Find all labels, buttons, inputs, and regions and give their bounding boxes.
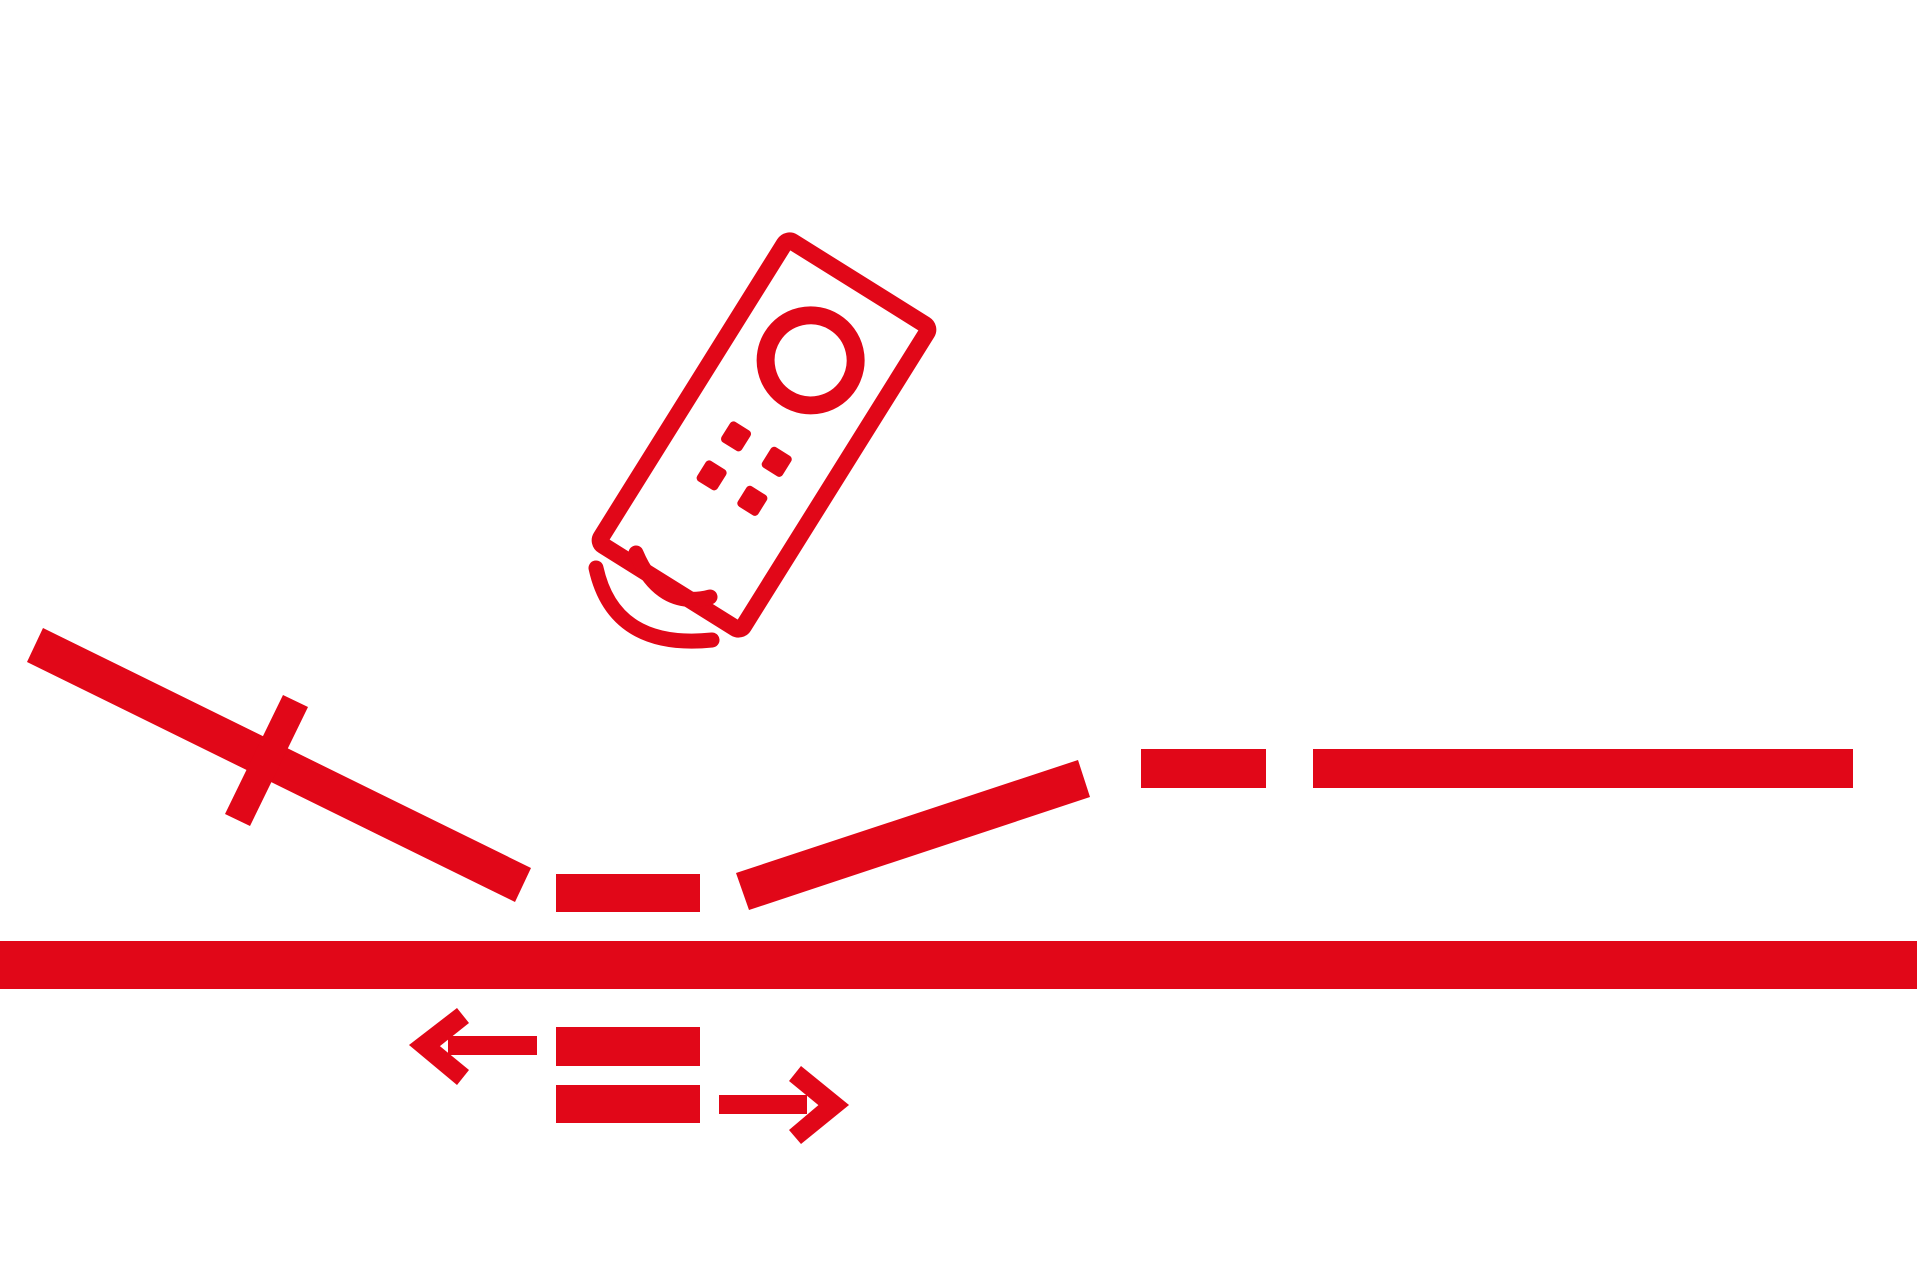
arrow-right-icon — [719, 1066, 849, 1144]
remote-button — [737, 485, 768, 516]
barrier-arm-right — [736, 760, 1090, 910]
signal-wave-inner — [628, 545, 718, 607]
ground-line — [0, 941, 1917, 989]
segment-lower-top — [556, 1027, 700, 1066]
wireless-signal-icon — [588, 545, 720, 649]
segment-right-short — [1141, 749, 1266, 788]
arrow-left-icon — [409, 1008, 537, 1085]
segment-center — [556, 874, 700, 912]
remote-button — [696, 460, 727, 491]
remote-button — [720, 421, 752, 452]
remote-button — [761, 446, 792, 477]
segment-right-long — [1313, 749, 1853, 788]
remote-main-button — [756, 306, 865, 415]
remote-control-icon — [591, 232, 937, 638]
signal-wave-outer — [588, 560, 720, 649]
barrier-cross-mark — [225, 695, 308, 826]
barrier-lines — [0, 628, 1917, 1123]
segment-lower-bottom — [556, 1085, 700, 1123]
